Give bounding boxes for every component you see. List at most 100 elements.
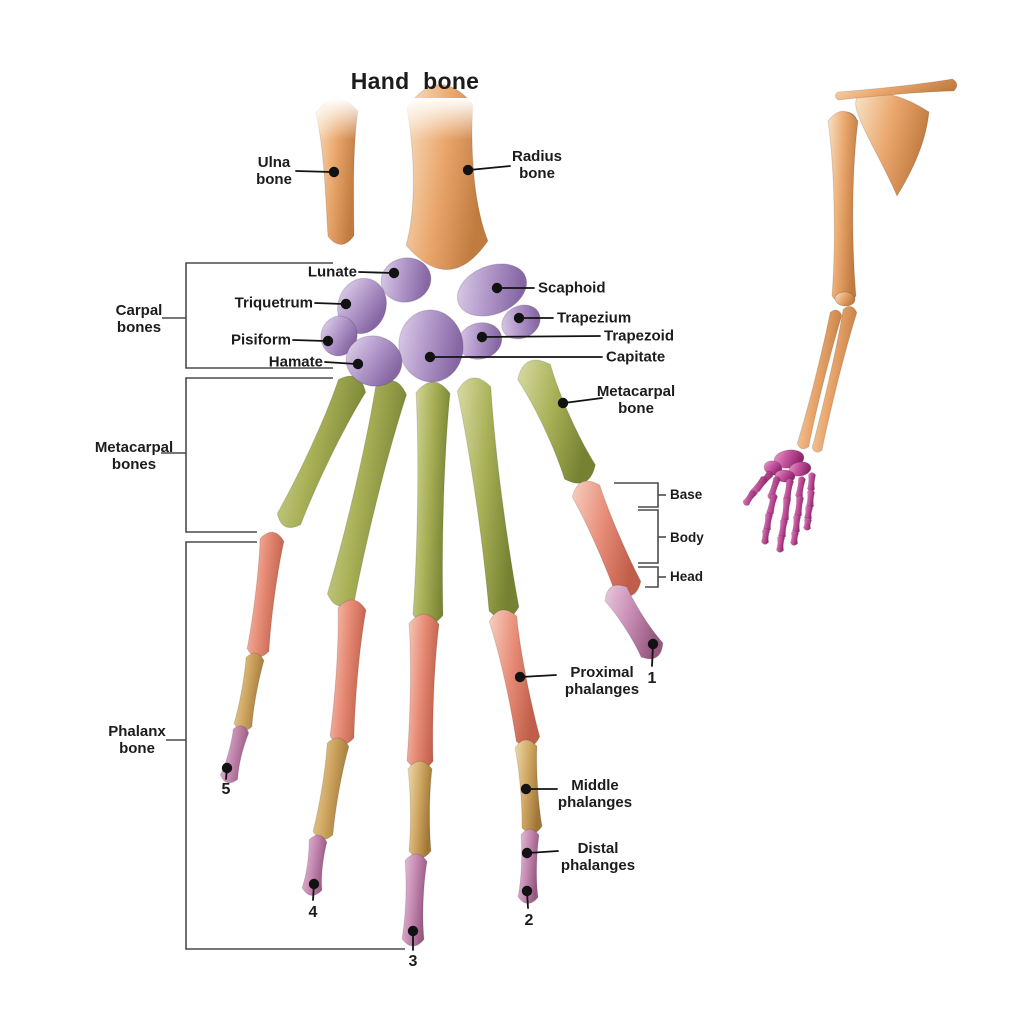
label-distal-phalanges: Distal phalanges [560, 839, 636, 874]
bone-capitate [398, 309, 464, 383]
label-middle-phalanges: Middle phalanges [557, 776, 633, 811]
bone-hand-seg-14 [791, 514, 802, 534]
bone-hamate [345, 335, 403, 387]
carpal-bracket [185, 262, 333, 369]
bone-hand-seg-8 [762, 512, 774, 532]
label-metacarpal-bones-group: Metacarpal bones [94, 438, 174, 473]
label-lunate: Lunate [307, 263, 357, 281]
leader-dot-digit-2 [521, 885, 533, 897]
leader-dot-trapezoid [476, 331, 488, 343]
base-bracket [614, 482, 659, 508]
leader-line-proximal-phalanges [520, 674, 557, 678]
bone-hand-seg-17 [803, 505, 814, 521]
head-bracket [638, 566, 659, 588]
bone-hand-seg-13 [793, 495, 805, 518]
leader-line-pisiform [292, 339, 327, 342]
page-title: Hand bone [350, 67, 480, 94]
bone-metacarpal-3 [412, 381, 451, 626]
bone-humerus [827, 110, 859, 305]
bone-arm-ulna [811, 305, 858, 453]
bone-proximal-5 [246, 531, 285, 658]
label-pisiform: Pisiform [230, 331, 291, 349]
bone-hand-seg-3 [794, 476, 807, 499]
bone-pisiform [320, 315, 358, 357]
bone-proximal-1 [571, 480, 642, 597]
bone-metacarpal-2 [456, 377, 520, 620]
bone-proximal-2 [488, 609, 541, 748]
leader-line-lunate [358, 271, 394, 274]
leader-dot-lunate [388, 267, 400, 279]
phalanx-bracket [185, 541, 405, 950]
label-ulna-bone: Ulna bone [256, 153, 292, 188]
label-scaphoid: Scaphoid [538, 279, 606, 297]
leader-line-distal-phalanges [527, 850, 559, 854]
bone-hand-seg-16 [805, 489, 816, 509]
leader-dot-distal-phalanges [521, 847, 533, 859]
bone-distal-5 [219, 725, 250, 784]
bone-elbow [834, 291, 856, 307]
leader-line-metacarpal-bone [563, 397, 603, 404]
leader-dot-ulna [328, 166, 340, 178]
bone-hand-seg-5 [750, 476, 768, 495]
label-metacarpal-bone: Metacarpal bone [596, 382, 676, 417]
leader-line-trapezoid [482, 335, 601, 338]
label-body: Body [670, 530, 704, 546]
label-hamate: Hamate [268, 353, 323, 371]
bone-hand-seg-4 [806, 472, 817, 492]
bone-hand-seg-15 [789, 530, 800, 546]
bone-hand-seg-12 [775, 535, 786, 553]
leader-dot-hamate [352, 358, 364, 370]
bone-distal-4 [301, 834, 328, 896]
bone-metacarpal-5 [276, 375, 367, 529]
leader-dot-middle-phalanges [520, 783, 532, 795]
forearm-top-fade [298, 98, 508, 140]
bone-distal-3 [401, 853, 428, 947]
label-digit-1: 1 [647, 669, 657, 687]
bone-hand-seg-7 [765, 493, 779, 516]
leader-dot-digit-5 [221, 762, 233, 774]
bone-middle-4 [312, 737, 350, 840]
label-capitate: Capitate [606, 348, 666, 366]
bone-distal-1 [604, 584, 664, 660]
leader-line-triquetrum [314, 302, 345, 305]
label-digit-4: 4 [308, 903, 318, 921]
bones-layer [219, 78, 958, 947]
leader-dot-digit-1 [647, 638, 659, 650]
label-carpal-bones-group: Carpal bones [115, 301, 163, 336]
label-trapezium: Trapezium [557, 309, 632, 327]
label-proximal-phalanges: Proximal phalanges [564, 663, 640, 698]
label-radius-bone: Radius bone [511, 147, 562, 182]
leader-dot-pisiform [322, 335, 334, 347]
bone-proximal-3 [406, 613, 440, 770]
bone-hand-seg-6 [742, 490, 757, 506]
label-digit-2: 2 [524, 911, 534, 929]
leader-dot-scaphoid [491, 282, 503, 294]
label-head: Head [670, 569, 704, 585]
body-bracket [638, 509, 659, 564]
leader-dot-radius [462, 164, 474, 176]
label-phalanx-bone-group: Phalanx bone [108, 722, 166, 757]
label-digit-3: 3 [408, 952, 418, 970]
bone-distal-2 [517, 828, 540, 904]
bone-hand-seg-10 [780, 497, 792, 522]
bone-middle-3 [407, 760, 433, 859]
bone-metacarpal-1 [517, 359, 596, 484]
leader-dot-capitate [424, 351, 436, 363]
leader-dot-digit-4 [308, 878, 320, 890]
bone-proximal-4 [329, 599, 367, 746]
leader-dot-trapezium [513, 312, 525, 324]
bone-middle-5 [233, 652, 265, 732]
leader-dot-proximal-phalanges [514, 671, 526, 683]
bone-hand-seg-11 [777, 518, 789, 539]
annotation-layer [161, 164, 666, 951]
label-base: Base [670, 487, 703, 503]
leader-line-ulna [295, 170, 333, 173]
bone-hand-seg-2 [782, 478, 795, 502]
label-triquetrum: Triquetrum [234, 294, 313, 312]
leader-dot-digit-3 [407, 925, 419, 937]
bone-arm-radius [796, 309, 843, 450]
leader-dot-triquetrum [340, 298, 352, 310]
bone-scapula [855, 92, 930, 198]
leader-line-radius [468, 165, 511, 171]
leader-dot-metacarpal-bone [557, 397, 569, 409]
